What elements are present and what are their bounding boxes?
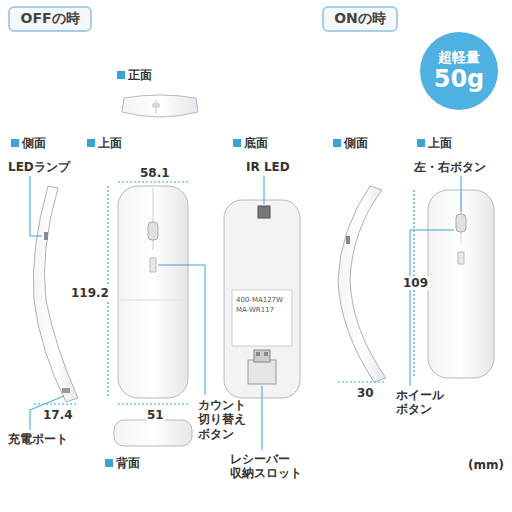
leader-lines (30, 176, 461, 450)
dimension: 109 (402, 276, 429, 290)
top-view-on (428, 190, 494, 378)
view-name: 上面 (98, 136, 122, 150)
part-name: カウント 切り替え ボタン (198, 398, 246, 441)
front-view (122, 95, 198, 117)
dimension-lines (34, 182, 414, 404)
node-text: 50g (434, 66, 485, 92)
part-name: レシーバー 収納スロット (230, 452, 302, 481)
part-name: 充電ポート (8, 432, 68, 446)
dimension: 51 (146, 408, 165, 422)
view-name: 側面 (344, 136, 368, 150)
bullet-squares (11, 71, 425, 467)
model-number: MA-WR117 (236, 306, 274, 314)
dimension: 58.1 (139, 166, 171, 180)
view-name: 背面 (116, 456, 140, 470)
part-name: IR LED (246, 160, 290, 174)
dimension: 17.4 (42, 408, 74, 422)
node-text: OFFの時 (20, 10, 79, 28)
header-box: ONの時 (322, 6, 398, 32)
view-name: 正面 (128, 68, 152, 82)
side-view-on (338, 186, 386, 382)
dimension: 30 (356, 386, 375, 400)
view-name: 側面 (22, 136, 46, 150)
view-name: 底面 (244, 136, 268, 150)
bottom-view (224, 200, 300, 398)
weight-badge: 超軽量50g (420, 32, 498, 110)
node-text: ONの時 (334, 10, 386, 28)
part-name: 左・右ボタン (414, 160, 486, 174)
header-box: OFFの時 (8, 6, 92, 32)
unit-note: (mm) (468, 458, 504, 472)
model-number: 400-MA127W (236, 296, 283, 304)
dimension: 119.2 (70, 286, 110, 300)
node-text: 超軽量 (438, 50, 480, 65)
back-view (114, 420, 192, 446)
part-name: ホイール ボタン (396, 388, 444, 417)
top-view-off (118, 186, 188, 398)
view-name: 上面 (428, 136, 452, 150)
part-name: LEDランプ (8, 160, 70, 174)
